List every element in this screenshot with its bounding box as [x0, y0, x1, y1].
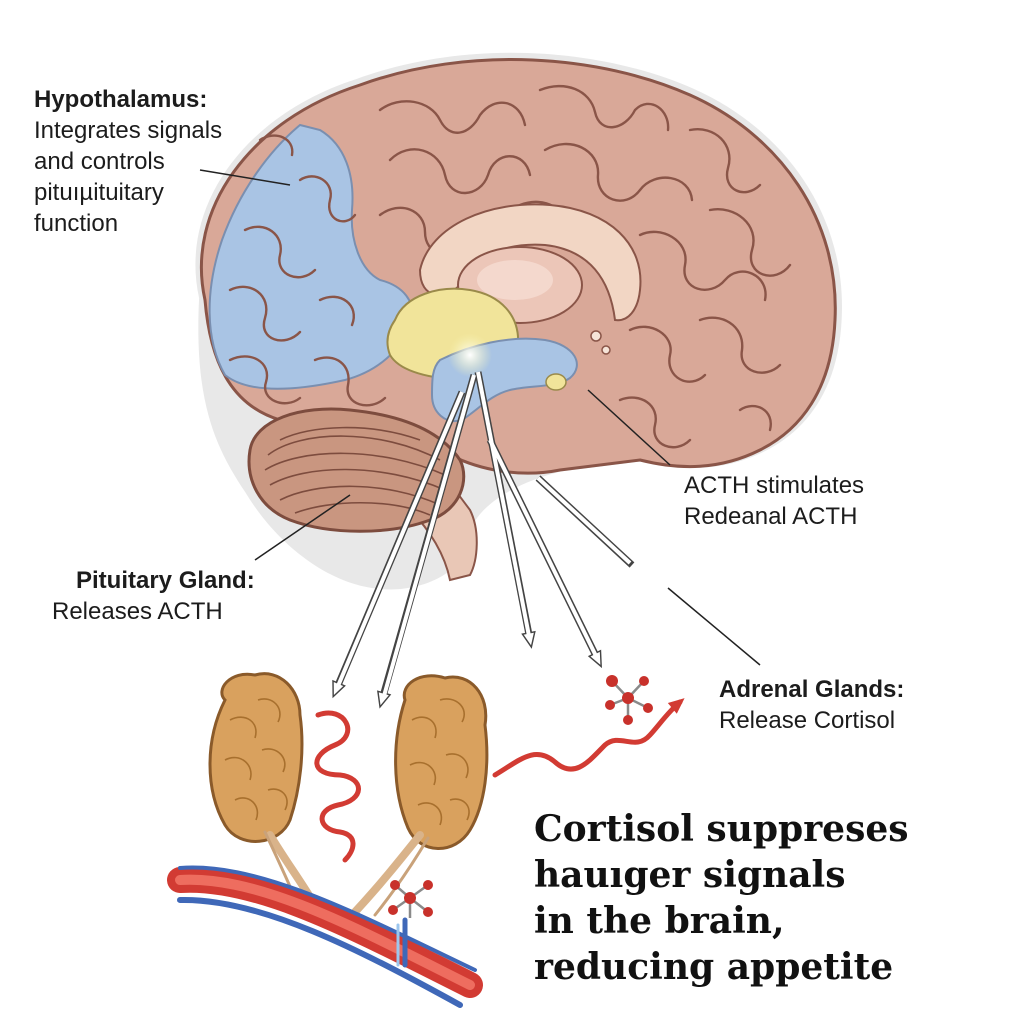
hypothalamus-line: pituıµituitary: [34, 179, 164, 206]
caption: Cortisol suppreses hauıger signals in th…: [534, 806, 1004, 990]
pituitary-title: Pituitary Gland:: [76, 567, 255, 594]
acth-line: Redeanal ACTH: [684, 503, 858, 530]
hypothalamus-glow: [448, 333, 492, 377]
adrenal-title: Adrenal Glands:: [719, 676, 905, 703]
acth-line: ACTH stimulates: [684, 472, 865, 499]
adrenal-gland-right: [394, 674, 489, 850]
hypothalamus-line: and controls: [34, 148, 165, 175]
adrenal-label: Adrenal Glands: Release Cortisol: [719, 674, 1019, 736]
caption-line: hauıger signals: [534, 854, 846, 896]
hypothalamus-title: Hypothalamus:: [34, 86, 208, 113]
pituitary-line: Releases ACTH: [52, 598, 223, 625]
cortisol-molecule-top: [605, 675, 653, 725]
adrenal-gland-left: [208, 672, 304, 843]
cortisol-squiggle: [314, 710, 361, 863]
pituitary-label: Pituitary Gland: Releases ACTH: [52, 565, 312, 627]
cortisol-arrow: [492, 698, 685, 778]
leader-lines: [199, 169, 761, 666]
caption-line: in the brain,: [534, 900, 785, 942]
blood-vessels: [167, 865, 483, 1008]
hypothalamus-line: function: [34, 210, 119, 237]
cortisol-molecule-bottom: [388, 880, 433, 918]
hypothalamus-line: Integrates signals: [34, 117, 223, 144]
hypothalamus-label: Hypothalamus: Integrates signals and con…: [34, 84, 294, 239]
caption-line: Cortisol suppreses: [534, 808, 909, 850]
acth-label: ACTH stimulates Redeanal ACTH: [684, 470, 984, 532]
adrenal-line: Release Cortisol: [719, 707, 896, 734]
caption-line: reducing appetite: [534, 946, 894, 988]
